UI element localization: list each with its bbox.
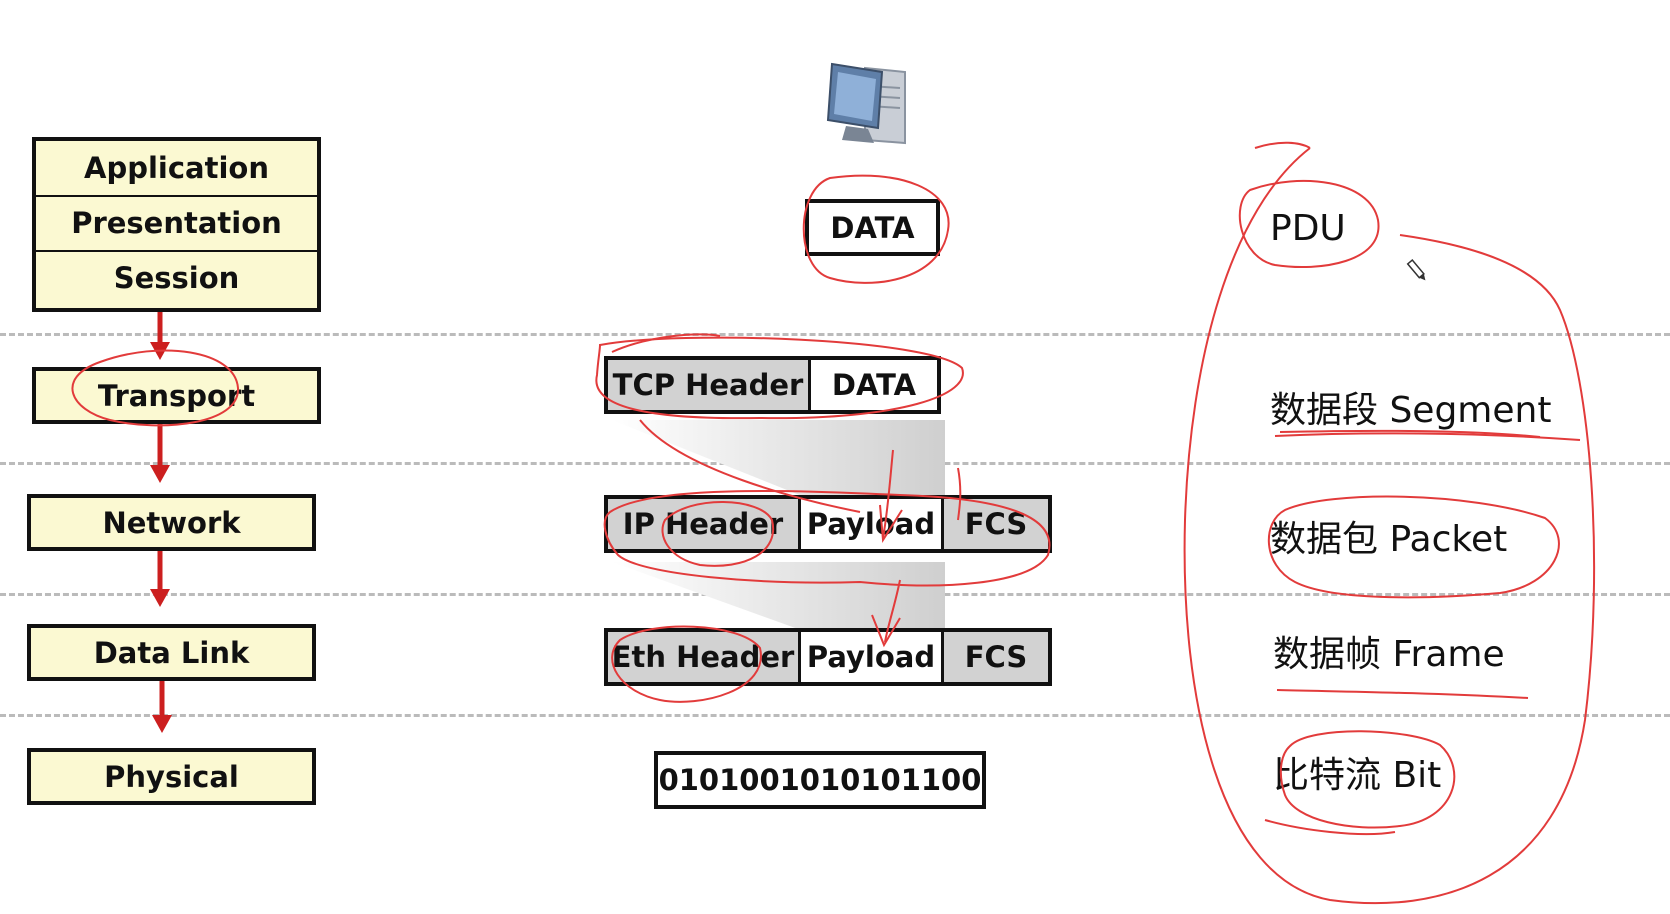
data-label: DATA [809,203,936,252]
tcp-header-cell: TCP Header [608,360,808,410]
layer-network: Network [27,494,316,551]
annotation-circle [603,490,1051,587]
layer-session: Session [36,249,317,304]
eth-payload-cell: Payload [798,632,941,682]
annotation-stroke [1264,819,1396,836]
eth-fcs-cell: FCS [941,632,1048,682]
ip-header-cell: IP Header [608,499,798,549]
arrow-down [150,589,170,607]
annotation-arrow [884,579,901,643]
annotation-stroke [1254,141,1311,149]
annotation-ellipse [1183,147,1596,905]
annotation-arrow [879,504,903,544]
frame-box: Eth Header Payload FCS [604,628,1052,686]
arrow-down [150,465,170,483]
bits-label: 0101001010101100 [658,755,982,805]
divider-line [0,714,1670,717]
annotation-underline [1279,429,1541,438]
pdu-packet: 数据包 Packet [1270,519,1508,560]
layer-physical: Physical [27,748,316,805]
arrow-down [152,715,172,733]
annotation-circle [611,625,762,703]
layer-data-link: Data Link [27,624,316,681]
annotation-circle [1279,730,1456,829]
layer-presentation: Presentation [36,195,317,249]
ip-payload-cell: Payload [798,499,941,549]
divider-line [0,333,1670,336]
pdu-frame: 数据帧 Frame [1273,634,1505,675]
segment-box: TCP Header DATA [604,356,941,414]
annotation-circle [661,501,775,567]
pdu-title: PDU [1270,208,1346,249]
annotation-stroke [639,419,861,513]
annotation-circle [1238,179,1380,268]
bits-box: 0101001010101100 [654,751,986,809]
eth-header-cell: Eth Header [608,632,798,682]
annotation-arrow [882,449,894,539]
computer-icon [826,62,906,145]
pdu-segment: 数据段 Segment [1270,390,1552,431]
annotation-underline [1276,689,1529,699]
upper-layers-stack: Application Presentation Session [32,137,321,312]
layer-transport: Transport [32,367,321,424]
annotation-stroke [957,467,962,521]
tcp-data-cell: DATA [808,360,937,410]
annotation-circle [1267,495,1560,599]
annotation-arrow [871,614,901,648]
pdu-bit: 比特流 Bit [1273,755,1442,796]
data-box: DATA [805,199,940,256]
annotation-circle [802,174,950,284]
annotation-circle [71,349,240,427]
pencil-cursor-icon [1406,259,1426,281]
annotation-circle [595,336,964,420]
layer-application: Application [84,151,269,186]
annotation-circle [611,333,721,353]
